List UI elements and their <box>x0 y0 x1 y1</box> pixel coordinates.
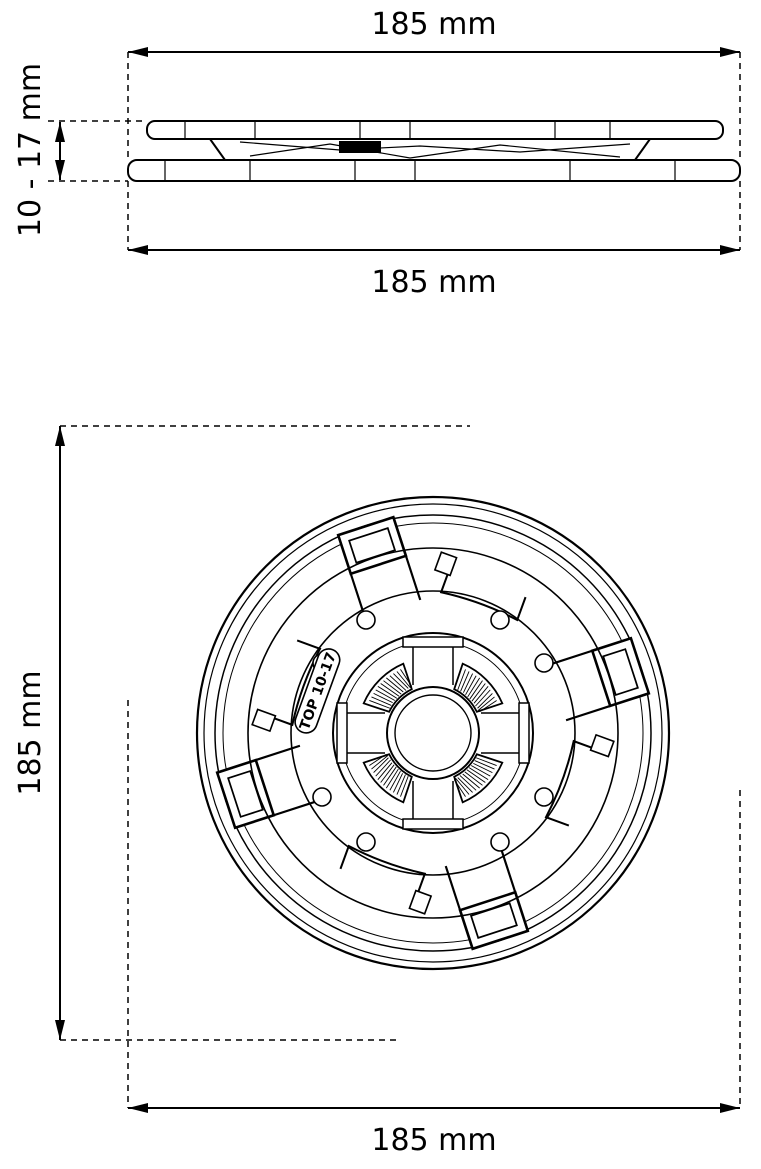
side-view-body <box>127 120 741 182</box>
height-range-label: 10 - 17 mm <box>13 63 48 237</box>
top-view-height-label: 185 mm <box>13 670 48 795</box>
side-view-dimension-lines <box>48 52 741 250</box>
side-view: 185 mm 185 mm 10 - 17 mm <box>13 7 741 300</box>
inner-spokes <box>336 636 530 830</box>
top-view-width-label: 185 mm <box>371 1123 496 1158</box>
bottom-width-label: 185 mm <box>371 265 496 300</box>
top-view: 185 mm 185 mm <box>13 425 741 1158</box>
pedestal-top-view: TOP 10-17 <box>195 495 671 971</box>
top-width-label: 185 mm <box>371 7 496 42</box>
top-view-dimension-lines <box>60 425 741 1108</box>
central-hub <box>386 686 480 780</box>
